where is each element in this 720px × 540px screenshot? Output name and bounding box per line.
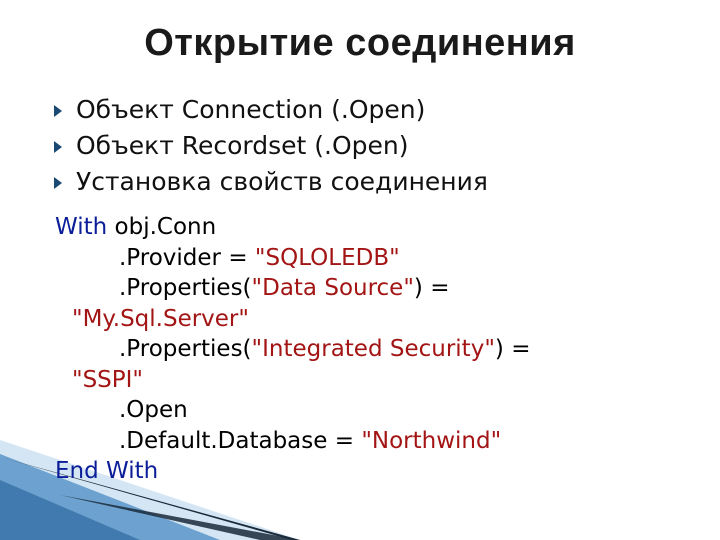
bullet-text: Объект Recordset (.Open) xyxy=(76,131,409,160)
right-triangle-icon xyxy=(54,105,62,117)
code-line: .Open xyxy=(55,395,715,426)
code-line: "SSPI" xyxy=(55,365,715,396)
bullet-item: Установка свойств соединения xyxy=(52,164,712,200)
code-text: ) = xyxy=(494,336,531,362)
bullet-item: Объект Connection (.Open) xyxy=(52,92,712,128)
code-text: obj.Conn xyxy=(107,214,217,240)
code-keyword: With xyxy=(55,214,108,240)
bullet-text: Установка свойств соединения xyxy=(76,167,488,196)
bullet-item: Объект Recordset (.Open) xyxy=(52,128,712,164)
code-line: .Provider = "SQLOLEDB" xyxy=(55,243,715,274)
code-line: .Properties("Data Source") = xyxy=(55,273,715,304)
right-triangle-icon xyxy=(54,177,62,189)
corner-decoration xyxy=(0,440,300,540)
code-string: "Northwind" xyxy=(361,427,502,454)
code-text: .Default.Database = xyxy=(119,427,362,454)
code-text: .Provider = xyxy=(119,244,255,271)
code-line: End With xyxy=(55,456,715,487)
code-line: .Properties("Integrated Security") = xyxy=(55,334,715,365)
code-text: ) = xyxy=(413,275,450,301)
code-string: "Integrated Security" xyxy=(251,336,495,362)
code-text: .Properties( xyxy=(119,275,252,301)
code-text: .Properties( xyxy=(119,336,252,362)
bullet-list: Объект Connection (.Open) Объект Records… xyxy=(52,92,712,200)
slide-title: Открытие соединения xyxy=(144,22,576,64)
code-line: With obj.Conn xyxy=(55,212,715,243)
code-string: "Data Source" xyxy=(251,275,414,301)
bullet-text: Объект Connection (.Open) xyxy=(76,95,426,124)
code-text: .Open xyxy=(119,397,188,423)
code-string: "SQLOLEDB" xyxy=(254,244,400,271)
code-string: "SSPI" xyxy=(72,366,144,393)
code-keyword: End With xyxy=(55,458,159,484)
code-line: "My.Sql.Server" xyxy=(55,304,715,335)
code-string: "My.Sql.Server" xyxy=(72,305,249,332)
right-triangle-icon xyxy=(54,141,62,153)
code-line: .Default.Database = "Northwind" xyxy=(55,426,715,457)
code-block: With obj.Conn .Provider = "SQLOLEDB" .Pr… xyxy=(55,212,715,487)
